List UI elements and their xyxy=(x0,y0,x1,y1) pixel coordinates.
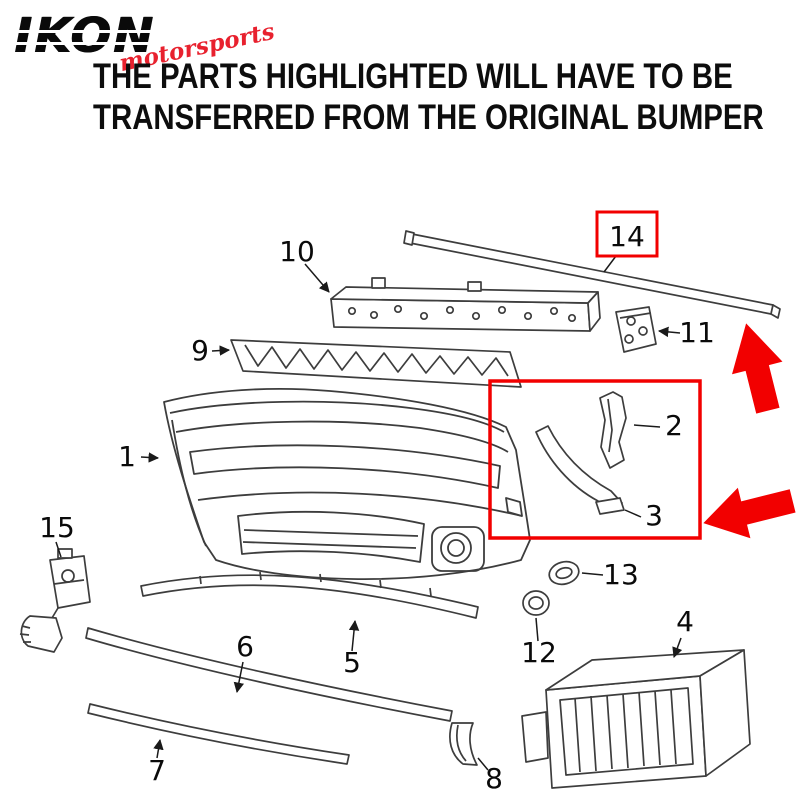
brand-logo: IKON motorsports xyxy=(14,8,277,78)
part-label-14: 14 xyxy=(609,220,645,253)
part-label-13: 13 xyxy=(603,558,639,591)
part-7-lower-strip: 7 xyxy=(87,703,350,787)
logo-stripe xyxy=(16,30,164,33)
part-3-arch-bracket: 3 xyxy=(535,425,663,532)
part-8-corner-bracket: 8 xyxy=(449,722,503,795)
part-label-3: 3 xyxy=(645,499,663,532)
part-6-chin-strip: 6 xyxy=(85,627,453,722)
part-9-absorber: 9 xyxy=(191,334,522,388)
headline: THE PARTS HIGHLIGHTED WILL HAVE TO BE TR… xyxy=(93,56,764,138)
part-label-1: 1 xyxy=(118,440,136,473)
part-4-lower-support: 4 xyxy=(521,605,751,789)
part-1-bumper-cover: 1 xyxy=(118,388,531,581)
part-2-side-bracket: 2 xyxy=(599,391,683,469)
headline-line-2: TRANSFERRED FROM THE ORIGINAL BUMPER xyxy=(93,98,764,137)
part-label-5: 5 xyxy=(343,646,361,679)
part-10-reinforcement-bar: 10 xyxy=(279,235,601,332)
red-arrow-left-icon xyxy=(703,487,796,539)
part-label-11: 11 xyxy=(679,316,715,349)
part-label-10: 10 xyxy=(279,235,315,268)
part-label-6: 6 xyxy=(236,630,254,663)
highlight-box-part-14 xyxy=(595,210,659,258)
highlight-box-parts-2-3 xyxy=(488,379,702,540)
red-arrow-up-icon xyxy=(732,323,783,414)
part-label-15: 15 xyxy=(39,511,75,544)
part-label-4: 4 xyxy=(676,605,694,638)
part-14-top-strip: 14 xyxy=(403,220,781,319)
part-label-9: 9 xyxy=(191,334,209,367)
headline-line-1: THE PARTS HIGHLIGHTED WILL HAVE TO BE xyxy=(93,57,733,96)
part-12-ring: 12 xyxy=(521,590,557,669)
part-11-bracket: 11 xyxy=(615,306,715,353)
part-label-2: 2 xyxy=(665,409,683,442)
part-label-7: 7 xyxy=(148,754,166,787)
logo-stripe xyxy=(16,42,164,45)
part-13-grommet: 13 xyxy=(548,558,639,591)
brand-wordmark: IKON xyxy=(14,8,155,64)
part-5-upper-valance: 5 xyxy=(140,571,479,679)
part-15-sensor-bracket: 15 xyxy=(19,511,91,653)
part-label-12: 12 xyxy=(521,636,557,669)
part-label-8: 8 xyxy=(485,762,503,795)
